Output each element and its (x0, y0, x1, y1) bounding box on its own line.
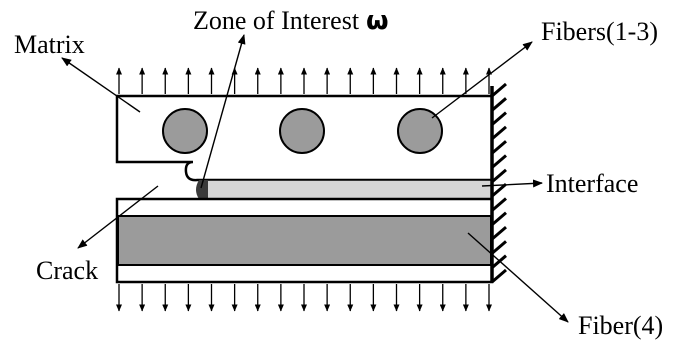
crack-tip-zone (196, 180, 208, 199)
hatch-mark (491, 111, 507, 126)
leader-arrow-crack (77, 185, 159, 249)
fiber-2 (279, 108, 325, 154)
hatch-mark (491, 197, 507, 212)
hatch-mark (491, 125, 507, 141)
hatch-mark (491, 240, 507, 255)
fixed-boundary-hatching (491, 82, 507, 284)
hatch-mark (491, 268, 507, 284)
leader-arrow-fibers-1-3 (431, 41, 533, 119)
matrix-label: Matrix (14, 30, 85, 59)
bottom-load-arrows (116, 284, 492, 312)
interface-layer (201, 179, 493, 200)
fiber-3 (397, 108, 443, 154)
leader-arrow-interface (481, 179, 543, 188)
fiber-4 (117, 215, 492, 266)
leader-arrow-zone-of-interest (200, 34, 246, 189)
interface-label: Interface (546, 169, 638, 198)
fibers-1-3-label: Fibers(1-3) (541, 17, 658, 46)
leader-arrow-fiber-4 (467, 232, 569, 323)
omega-symbol: ω (366, 6, 389, 36)
hatch-mark (491, 168, 507, 183)
hatch-mark (491, 211, 507, 226)
hatch-mark (491, 254, 507, 269)
leader-arrow-matrix (61, 57, 141, 113)
crack-label: Crack (36, 256, 98, 285)
top-load-arrows (116, 67, 492, 94)
zone-of-interest-text: Zone of Interest (193, 6, 360, 35)
fiber-4-label: Fiber(4) (578, 311, 663, 340)
hatch-mark (491, 183, 507, 198)
hatch-mark (491, 97, 507, 112)
fiber-1 (162, 108, 208, 154)
hatch-mark (491, 140, 507, 155)
hatch-mark (491, 225, 507, 241)
hatch-mark (491, 154, 507, 169)
hatch-mark (491, 82, 507, 98)
